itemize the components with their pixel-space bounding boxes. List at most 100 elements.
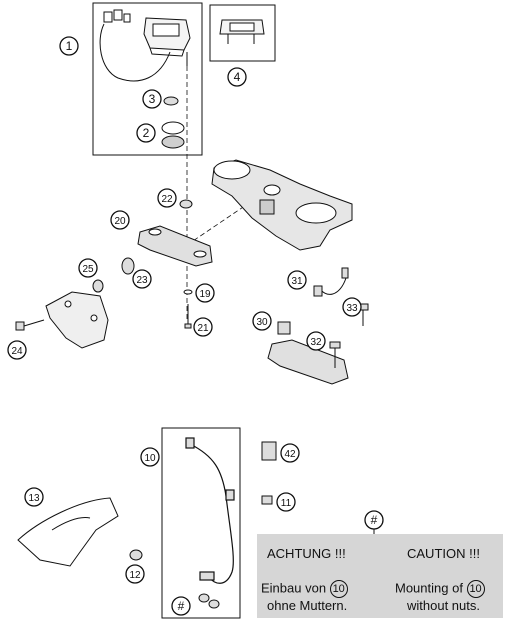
callout-33: 33 xyxy=(342,297,362,317)
warning-line1-de: Einbau von 10 xyxy=(261,580,348,598)
callout-1: 1 xyxy=(59,36,79,56)
washer-22 xyxy=(179,199,193,209)
warning-line1-en-prefix: Mounting of xyxy=(395,580,463,596)
callout-circle xyxy=(171,596,191,616)
callout-circle xyxy=(125,564,145,584)
callout-label: 2 xyxy=(143,126,150,140)
callout-label: 24 xyxy=(11,346,23,357)
callout-label: 42 xyxy=(284,449,296,460)
cap-30 xyxy=(277,321,291,335)
callout-circle xyxy=(252,311,272,331)
warning-line2-de: ohne Muttern. xyxy=(267,598,348,613)
callout-circle xyxy=(7,340,27,360)
callout-12: 12 xyxy=(125,564,145,584)
callout-circle xyxy=(59,36,79,56)
screw-24 xyxy=(15,319,45,331)
callout-31: 31 xyxy=(287,270,307,290)
triple-clamp xyxy=(211,159,353,251)
part-42 xyxy=(261,441,277,461)
speedometer-alt-group-frame xyxy=(209,4,276,62)
callout-label: 13 xyxy=(28,493,40,504)
callout-label: 30 xyxy=(256,317,268,328)
cable-nut-2 xyxy=(208,599,220,609)
callout-label: 19 xyxy=(199,289,211,300)
warning-line2-en: without nuts. xyxy=(407,598,480,613)
callout-label: 1 xyxy=(66,39,73,53)
cable-nut-1 xyxy=(198,593,210,603)
warning-line1-en: Mounting of 10 xyxy=(395,580,485,598)
spacer-23 xyxy=(121,257,135,275)
callout-label: 4 xyxy=(234,70,241,84)
callout-label: 25 xyxy=(82,264,94,275)
disc-guard xyxy=(17,497,119,567)
callout-25: 25 xyxy=(78,258,98,278)
callout-circle xyxy=(195,283,215,303)
callout-circle xyxy=(227,67,247,87)
callout-10: 10 xyxy=(140,447,160,467)
callout-23: 23 xyxy=(132,269,152,289)
bracket xyxy=(45,291,109,349)
callout-30: 30 xyxy=(252,311,272,331)
warning-line1-de-prefix: Einbau von xyxy=(261,580,327,596)
warning-ref-en: 10 xyxy=(466,580,485,598)
callout-circle xyxy=(132,269,152,289)
callout-42: 42 xyxy=(280,443,300,463)
callout-13: 13 xyxy=(24,487,44,507)
callout-label: 31 xyxy=(291,276,303,287)
nut-25 xyxy=(92,279,104,293)
washer-19 xyxy=(183,289,193,295)
callout-circle xyxy=(142,89,162,109)
sensor-31 xyxy=(313,267,349,297)
screw-32 xyxy=(329,341,341,368)
handlebar-clamp xyxy=(137,225,213,267)
callout-hash_top: # xyxy=(364,510,384,530)
callout-21: 21 xyxy=(193,317,213,337)
callout-label: 32 xyxy=(310,337,322,348)
callout-19: 19 xyxy=(195,283,215,303)
callout-circle xyxy=(136,123,156,143)
callout-label: 3 xyxy=(149,92,156,106)
drive-gear xyxy=(161,135,185,149)
callout-circle xyxy=(287,270,307,290)
speedometer-cable xyxy=(185,437,235,584)
warning-box: ACHTUNG !!! CAUTION !!! Einbau von 10 oh… xyxy=(257,534,503,618)
callout-2: 2 xyxy=(136,123,156,143)
callout-circle xyxy=(140,447,160,467)
callout-label: 33 xyxy=(346,303,358,314)
callout-label: # xyxy=(178,599,185,613)
warning-title-de: ACHTUNG !!! xyxy=(267,546,346,561)
callout-label: 23 xyxy=(136,275,148,286)
callout-label: 20 xyxy=(114,216,126,227)
callout-label: 11 xyxy=(281,498,292,509)
callout-circle xyxy=(306,331,326,351)
callout-circle xyxy=(280,443,300,463)
callout-circle xyxy=(78,258,98,278)
part-11 xyxy=(261,495,273,505)
retainer-ring xyxy=(161,121,185,135)
callout-circle xyxy=(24,487,44,507)
warning-title-en: CAUTION !!! xyxy=(407,546,480,561)
callout-circle xyxy=(157,188,177,208)
screw-21 xyxy=(184,304,192,329)
cable-group-frame xyxy=(161,427,241,619)
callout-20: 20 xyxy=(110,210,130,230)
callout-22: 22 xyxy=(157,188,177,208)
part-12 xyxy=(129,549,143,561)
callout-hash_bottom: # xyxy=(171,596,191,616)
callout-4: 4 xyxy=(227,67,247,87)
speedometer-alt xyxy=(219,19,265,44)
assembly-line-diag xyxy=(186,196,259,246)
grommet xyxy=(163,96,179,106)
callout-11: 11 xyxy=(276,492,296,512)
callout-circle xyxy=(110,210,130,230)
callout-label: 12 xyxy=(129,570,141,581)
callout-circle xyxy=(276,492,296,512)
callout-3: 3 xyxy=(142,89,162,109)
callout-label: 21 xyxy=(197,323,209,334)
callout-circle xyxy=(193,317,213,337)
callout-label: 22 xyxy=(161,194,173,205)
speedometer xyxy=(99,9,191,82)
callout-circle xyxy=(342,297,362,317)
